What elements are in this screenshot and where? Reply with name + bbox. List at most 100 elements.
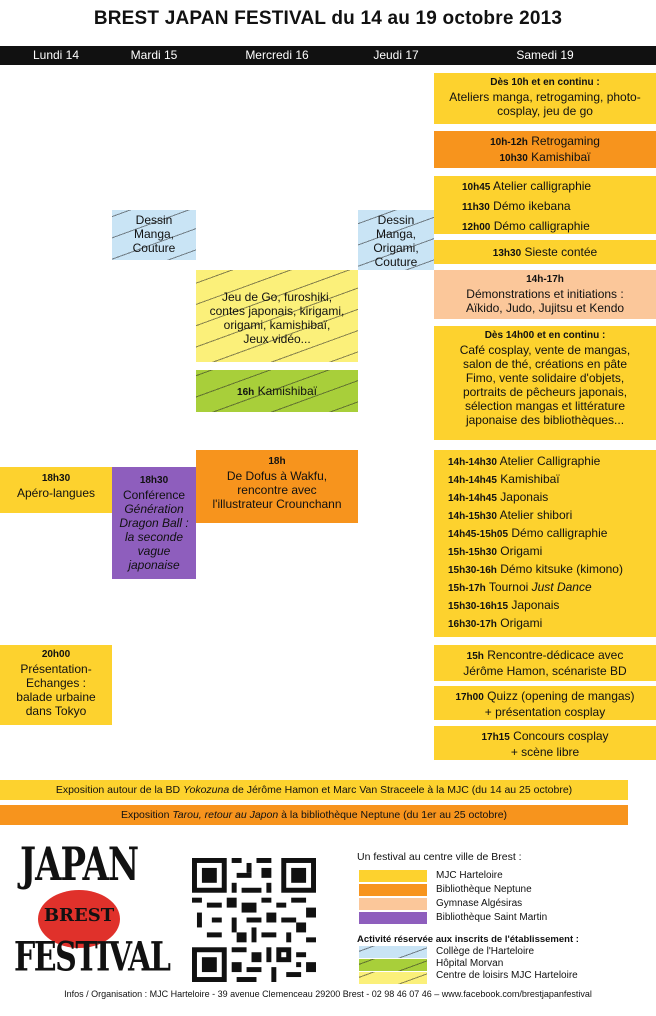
legend-swatch-neptune bbox=[359, 884, 427, 896]
mon-pres-time: 20h00 bbox=[41, 649, 71, 660]
sat-list-label: Tournoi bbox=[488, 580, 532, 594]
sat-afternoon-line: portraits de pêcheurs japonais, bbox=[462, 385, 628, 399]
legend-label-saint-martin: Bibliothèque Saint Martin bbox=[436, 912, 548, 923]
legend-label-gymnase: Gymnase Algésiras bbox=[436, 898, 523, 909]
sat-list-label: Japonais bbox=[500, 490, 549, 504]
sat-afternoon-line: Café cosplay, vente de mangas, bbox=[459, 343, 631, 357]
legend-swatch-college bbox=[359, 946, 427, 958]
sat-quizz-time: 17h00 bbox=[455, 692, 484, 703]
sat-list-label: Japonais bbox=[511, 598, 560, 612]
wed-jeux-line: origami, kamishibaï, bbox=[223, 318, 331, 332]
sat-list-label: Démo calligraphie bbox=[511, 526, 608, 540]
wed-jeux-line: Jeux vidéo... bbox=[243, 332, 311, 346]
day-tuesday: Mardi 15 bbox=[130, 48, 178, 62]
sat-kamishibai-time: 10h30 bbox=[499, 153, 528, 164]
sat-morning-line2: cosplay, jeu de go bbox=[497, 104, 593, 118]
legend-reserved-heading: Activité réservée aux inscrits de l'étab… bbox=[357, 934, 579, 945]
sat-list-time: 14h-14h45 bbox=[448, 475, 497, 486]
sat-morning-continuous: Dès 10h et en continu : Ateliers manga, … bbox=[434, 73, 656, 124]
expo-yokozuna: Exposition autour de la BD Yokozuna de J… bbox=[0, 780, 628, 800]
sat-dedicace: 15h Rencontre-dédicace avec Jérôme Hamon… bbox=[434, 645, 656, 681]
tue-conf-title: vague bbox=[137, 544, 171, 558]
sat-concours-time: 17h15 bbox=[481, 732, 510, 743]
wed-jeux-line: contes japonais, kirigami, bbox=[209, 304, 345, 318]
sat-list-label: Kamishibaï bbox=[500, 472, 560, 486]
thu-dessin-line: Couture bbox=[374, 255, 418, 269]
wed-jeux-line: Jeu de Go, furoshiki, bbox=[221, 290, 333, 304]
sat-concours-line1: Concours cosplay bbox=[513, 729, 609, 743]
sat-list-time: 15h30-16h bbox=[448, 565, 497, 576]
sat-concours-line2: + scène libre bbox=[510, 745, 580, 759]
sat-demonstrations: 14h-17h Démonstrations et initiations : … bbox=[434, 270, 656, 319]
sat-list-label: Origami bbox=[500, 616, 543, 630]
sat-afternoon-heading: Dès 14h00 et en continu : bbox=[484, 330, 606, 341]
sat-demo-time: 14h-17h bbox=[526, 274, 564, 285]
sat-afternoon-line: sélection mangas et littérature bbox=[464, 399, 626, 413]
wed-jeux: Jeu de Go, furoshiki, contes japonais, k… bbox=[196, 270, 358, 362]
tue-conf-time: 18h30 bbox=[139, 475, 169, 486]
day-thursday: Jeudi 17 bbox=[373, 48, 419, 62]
logo-sun bbox=[38, 890, 120, 948]
sat-kamishibai-label: Kamishibaï bbox=[531, 150, 591, 164]
logo-japan: JAPAN bbox=[20, 838, 139, 892]
sat-schedule-list: 14h-14h30 Atelier Calligraphie 14h-14h45… bbox=[434, 450, 656, 637]
sat-dedicace-line1: Rencontre-dédicace avec bbox=[487, 648, 624, 662]
qr-code-icon bbox=[192, 858, 316, 982]
legend-swatch-centre-loisirs bbox=[359, 972, 427, 984]
legend-label-neptune: Bibliothèque Neptune bbox=[436, 884, 532, 895]
sat-list-label: Démo kitsuke (kimono) bbox=[500, 562, 623, 576]
sat-demo-line1: Démonstrations et initiations : bbox=[466, 287, 624, 301]
wed-kamishibai: 16h Kamishibaï bbox=[196, 370, 358, 412]
legend-label-mjc: MJC Harteloire bbox=[436, 870, 503, 881]
sat-dedicace-time: 15h bbox=[466, 651, 484, 662]
wed-kami-label: Kamishibaï bbox=[257, 384, 317, 398]
sat-list-label: Atelier Calligraphie bbox=[499, 454, 601, 468]
sat-quizz-line1: Quizz (opening de mangas) bbox=[487, 689, 635, 703]
tue-conf-title: Génération bbox=[124, 502, 184, 516]
festival-logo: JAPAN BREST FESTIVAL bbox=[14, 838, 171, 983]
legend-label-hopital: Hôpital Morvan bbox=[436, 958, 504, 969]
sat-list-label: Atelier shibori bbox=[499, 508, 573, 522]
page-title: BREST JAPAN FESTIVAL du 14 au 19 octobre… bbox=[93, 8, 563, 29]
tue-dessin: Dessin Manga, Couture bbox=[112, 210, 196, 260]
day-wednesday: Mercredi 16 bbox=[245, 48, 309, 62]
sat-afternoon-line: Fimo, vente solidaire d'objets, bbox=[465, 371, 625, 385]
sat-sieste-label: Sieste contée bbox=[524, 245, 598, 259]
sat-retrogaming-label: Retrogaming bbox=[531, 134, 600, 148]
thu-dessin-line: Dessin bbox=[377, 213, 415, 227]
day-header: Lundi 14 Mardi 15 Mercredi 16 Jeudi 17 S… bbox=[0, 46, 656, 65]
sat-list-time: 15h-15h30 bbox=[448, 547, 497, 558]
sat-b3-time-0: 10h45 bbox=[462, 182, 491, 193]
sat-list-time: 15h-17h bbox=[448, 583, 486, 594]
sat-sieste: 13h30 Sieste contée bbox=[434, 240, 656, 264]
legend-heading: Un festival au centre ville de Brest : bbox=[357, 851, 522, 863]
sat-retrogaming-time: 10h-12h bbox=[490, 137, 528, 148]
mon-pres-line: Echanges : bbox=[25, 676, 87, 690]
wed-kami-time: 16h bbox=[237, 387, 255, 398]
footer-info: Infos / Organisation : MJC Harteloire - … bbox=[64, 989, 592, 999]
tue-conf-title: Dragon Ball : bbox=[119, 516, 189, 530]
wed-dofus-line: rencontre avec bbox=[237, 483, 317, 497]
tue-conf-title: la seconde bbox=[124, 530, 184, 544]
sat-list-time: 16h30-17h bbox=[448, 619, 497, 630]
day-saturday: Samedi 19 bbox=[516, 48, 574, 62]
sat-b3-label-2: Démo calligraphie bbox=[493, 219, 590, 233]
legend-label-college: Collège de l'Harteloire bbox=[436, 946, 535, 957]
mon-pres-line: dans Tokyo bbox=[25, 704, 87, 718]
logo-festival: FESTIVAL bbox=[14, 934, 171, 982]
legend-swatch-saint-martin bbox=[359, 912, 427, 924]
thu-dessin-line: Manga, bbox=[375, 227, 417, 241]
tue-conf-label: Conférence bbox=[122, 488, 186, 502]
sat-list-time: 15h30-16h15 bbox=[448, 601, 509, 612]
sat-list-time: 14h-14h30 bbox=[448, 457, 497, 468]
wed-dofus-time: 18h bbox=[268, 456, 286, 467]
sat-list-time: 14h-14h45 bbox=[448, 493, 497, 504]
mon-apero-label: Apéro-langues bbox=[16, 486, 96, 500]
expo1-title: Yokozuna bbox=[183, 784, 230, 796]
mon-pres-line: balade urbaine bbox=[16, 690, 96, 704]
expo-tarou: Exposition Tarou, retour au Japon à la b… bbox=[0, 805, 628, 825]
thu-dessin-line: Origami, bbox=[373, 241, 419, 255]
sat-sieste-time: 13h30 bbox=[492, 248, 522, 259]
wed-dofus: 18h De Dofus à Wakfu, rencontre avec l'i… bbox=[196, 450, 358, 523]
sat-afternoon-line: salon de thé, créations en pâte bbox=[462, 357, 628, 371]
